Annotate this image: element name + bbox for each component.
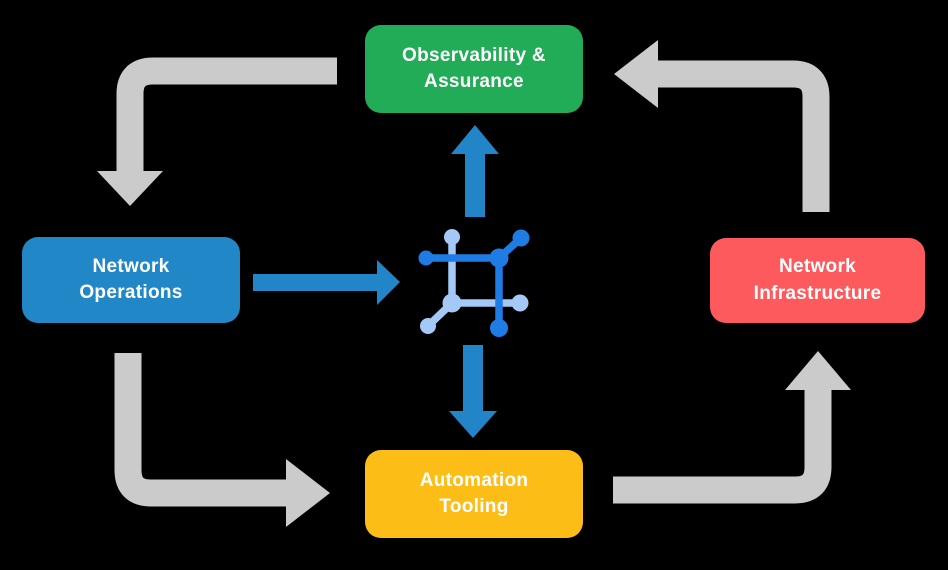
- blue-arrow-operations-to-center: [253, 260, 400, 305]
- cycle-arrow-observability-to-operations: [97, 57, 337, 206]
- box-operations-label: Network Operations: [79, 255, 183, 303]
- box-observability-assurance: Observability & Assurance: [365, 25, 583, 113]
- box-automation-label: Automation Tooling: [419, 469, 529, 517]
- box-automation-tooling: Automation Tooling: [365, 450, 583, 538]
- network-mesh-icon: [418, 229, 530, 337]
- box-network-operations: Network Operations: [22, 237, 240, 323]
- cycle-arrow-automation-to-infrastructure: [613, 351, 851, 504]
- blue-arrow-center-to-observability: [451, 125, 499, 217]
- box-network-infrastructure: Network Infrastructure: [710, 238, 925, 323]
- blue-arrow-center-to-automation: [449, 345, 497, 438]
- box-infrastructure-label: Network Infrastructure: [753, 256, 882, 304]
- cycle-arrow-infrastructure-to-observability: [614, 40, 830, 212]
- cycle-arrow-operations-to-automation: [114, 353, 330, 527]
- box-observability-label: Observability & Assurance: [402, 44, 546, 92]
